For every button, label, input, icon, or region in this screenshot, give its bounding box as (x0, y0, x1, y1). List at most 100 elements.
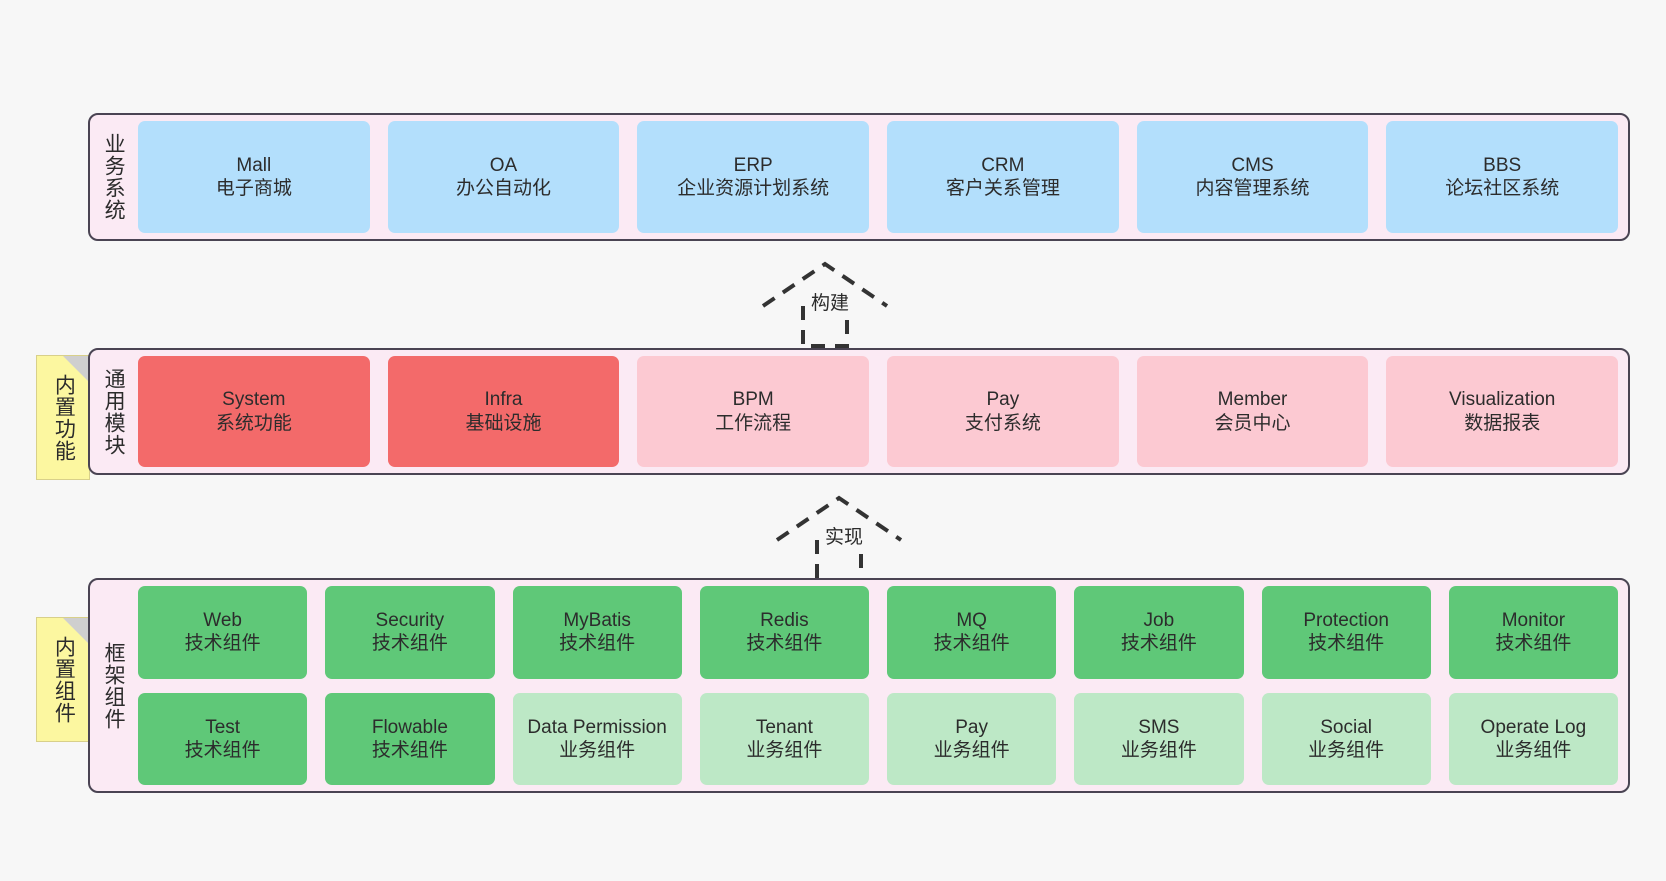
card-data-permission-desc: 业务组件 (559, 739, 636, 761)
card-redis-name: Redis (760, 610, 809, 632)
card-mybatis-name: MyBatis (563, 610, 631, 632)
layer-common-modules-title: 通用模块 (102, 367, 126, 456)
card-bbs[interactable]: BBS 论坛社区系统 (1386, 121, 1619, 233)
card-mybatis[interactable]: MyBatis 技术组件 (512, 586, 682, 679)
card-web-name: Web (203, 610, 242, 632)
card-monitor-desc: 技术组件 (1495, 633, 1572, 655)
card-tenant-name: Tenant (755, 716, 813, 738)
card-crm[interactable]: CRM 客户关系管理 (887, 121, 1119, 233)
card-job[interactable]: Job 技术组件 (1074, 586, 1244, 679)
card-security-name: Security (375, 610, 445, 632)
card-pay-component-name: Pay (955, 716, 988, 738)
card-monitor[interactable]: Monitor 技术组件 (1448, 586, 1618, 679)
card-monitor-name: Monitor (1501, 610, 1566, 632)
card-flowable-name: Flowable (371, 716, 448, 738)
card-bpm-desc: 工作流程 (715, 412, 792, 434)
card-operate-log[interactable]: Operate Log 业务组件 (1448, 692, 1618, 785)
card-pay-module-name: Pay (986, 389, 1020, 411)
card-protection-name: Protection (1303, 610, 1389, 632)
note-builtin-features-text: 内置功能 (52, 373, 76, 462)
card-mall-desc: 电子商城 (215, 178, 292, 199)
card-operate-log-desc: 业务组件 (1495, 739, 1572, 761)
framework-row-2: Test 技术组件 Flowable 技术组件 Data Permission … (138, 692, 1618, 785)
card-bpm[interactable]: BPM 工作流程 (637, 356, 870, 467)
card-sms-name: SMS (1138, 716, 1180, 738)
note-builtin-components: 内置组件 (36, 617, 90, 742)
card-test-name: Test (205, 716, 241, 738)
card-crm-desc: 客户关系管理 (945, 178, 1060, 199)
card-visualization-desc: 数据报表 (1464, 412, 1541, 434)
card-visualization[interactable]: Visualization 数据报表 (1386, 356, 1619, 467)
connector-build-shape (761, 261, 889, 348)
card-test[interactable]: Test 技术组件 (138, 692, 308, 785)
layer-framework-components: 框架组件 Web 技术组件 Security 技术组件 MyBatis 技术组件… (88, 578, 1630, 793)
card-data-permission-name: Data Permission (527, 716, 667, 738)
card-mq[interactable]: MQ 技术组件 (887, 586, 1057, 679)
layer-framework-components-title: 框架组件 (102, 641, 126, 730)
card-flowable[interactable]: Flowable 技术组件 (325, 692, 495, 785)
card-redis-desc: 技术组件 (746, 633, 823, 655)
card-mall-name: Mall (236, 154, 272, 176)
layer-business-system-row: Mall 电子商城 OA 办公自动化 ERP 企业资源计划系统 CRM 客户关系… (138, 121, 1619, 233)
card-pay-module-desc: 支付系统 (964, 412, 1041, 434)
note-builtin-components-text: 内置组件 (52, 635, 76, 724)
card-infra[interactable]: Infra 基础设施 (387, 356, 620, 467)
layer-common-modules-row: System 系统功能 Infra 基础设施 BPM 工作流程 Pay 支付系统… (138, 356, 1619, 467)
card-tenant[interactable]: Tenant 业务组件 (699, 692, 869, 785)
card-data-permission[interactable]: Data Permission 业务组件 (512, 692, 682, 785)
card-member[interactable]: Member 会员中心 (1136, 356, 1369, 467)
card-tenant-desc: 业务组件 (746, 739, 823, 761)
card-pay-module[interactable]: Pay 支付系统 (887, 356, 1119, 467)
card-social-desc: 业务组件 (1308, 739, 1385, 761)
card-mall[interactable]: Mall 电子商城 (138, 121, 370, 233)
card-cms[interactable]: CMS 内容管理系统 (1136, 121, 1369, 233)
connector-implement-label: 实现 (823, 522, 866, 549)
card-mq-desc: 技术组件 (933, 633, 1010, 655)
card-crm-name: CRM (981, 154, 1025, 176)
connector-build: 构建 (755, 258, 905, 348)
card-web[interactable]: Web 技术组件 (138, 586, 308, 679)
connector-implement: 实现 (769, 492, 919, 582)
connector-build-label: 构建 (809, 288, 852, 315)
card-erp-name: ERP (733, 154, 773, 176)
card-sms-desc: 业务组件 (1120, 739, 1197, 761)
layer-common-modules: 通用模块 System 系统功能 Infra 基础设施 BPM 工作流程 Pay (88, 348, 1630, 475)
card-test-desc: 技术组件 (184, 739, 261, 761)
layer-common-modules-body: System 系统功能 Infra 基础设施 BPM 工作流程 Pay 支付系统… (130, 356, 1619, 467)
card-social[interactable]: Social 业务组件 (1261, 692, 1431, 785)
card-protection-desc: 技术组件 (1308, 633, 1385, 655)
card-bbs-name: BBS (1483, 154, 1522, 176)
card-job-desc: 技术组件 (1120, 633, 1197, 655)
card-flowable-desc: 技术组件 (371, 739, 448, 761)
card-visualization-name: Visualization (1449, 389, 1556, 411)
card-operate-log-name: Operate Log (1480, 716, 1587, 738)
card-system[interactable]: System 系统功能 (138, 356, 370, 467)
card-sms[interactable]: SMS 业务组件 (1074, 692, 1244, 785)
card-redis[interactable]: Redis 技术组件 (699, 586, 869, 679)
card-bpm-name: BPM (732, 389, 774, 411)
card-infra-name: Infra (484, 389, 523, 411)
card-cms-name: CMS (1231, 154, 1274, 176)
card-security[interactable]: Security 技术组件 (325, 586, 495, 679)
card-oa-name: OA (489, 154, 518, 176)
card-bbs-desc: 论坛社区系统 (1445, 178, 1560, 199)
card-oa[interactable]: OA 办公自动化 (387, 121, 620, 233)
card-protection[interactable]: Protection 技术组件 (1261, 586, 1431, 679)
card-member-desc: 会员中心 (1214, 412, 1291, 434)
card-system-desc: 系统功能 (215, 412, 292, 434)
note-builtin-features: 内置功能 (36, 355, 90, 480)
card-social-name: Social (1320, 716, 1372, 738)
card-cms-desc: 内容管理系统 (1195, 178, 1310, 199)
card-oa-desc: 办公自动化 (456, 178, 552, 199)
card-system-name: System (222, 389, 286, 411)
card-erp[interactable]: ERP 企业资源计划系统 (637, 121, 870, 233)
framework-row-1: Web 技术组件 Security 技术组件 MyBatis 技术组件 Redi… (138, 586, 1618, 679)
card-mq-name: MQ (956, 610, 987, 632)
card-mybatis-desc: 技术组件 (559, 633, 636, 655)
card-pay-component[interactable]: Pay 业务组件 (887, 692, 1057, 785)
note-fold-corner-icon (63, 356, 89, 382)
card-job-name: Job (1143, 610, 1175, 632)
card-member-name: Member (1217, 389, 1288, 411)
layer-business-system: 业务系统 Mall 电子商城 OA 办公自动化 ERP 企业资源计划系统 CRM (88, 113, 1630, 241)
